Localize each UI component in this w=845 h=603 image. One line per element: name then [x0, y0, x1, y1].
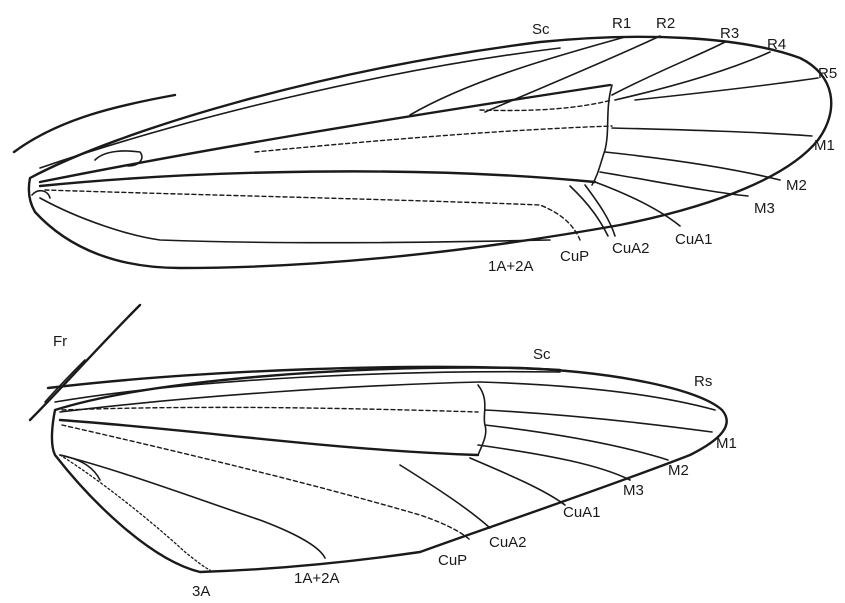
hindwing-r-stem: [59, 381, 481, 413]
hindwing-cup-dashed: [61, 424, 471, 541]
forewing-cup-dashed: [44, 189, 581, 241]
forewing-costa-base: [12, 93, 177, 154]
forewing-r2-vein: [484, 35, 661, 113]
hindwing-label-sc: Sc: [533, 346, 551, 363]
hindwing-m-dashed: [61, 406, 479, 413]
hindwing-m2-vein: [484, 424, 669, 461]
forewing-label-r1: R1: [612, 15, 631, 32]
hindwing-label-3a: 3A: [192, 583, 210, 600]
forewing-label-r3: R3: [720, 25, 739, 42]
forewing-sc-vein: [39, 47, 561, 169]
forewing-r-dashed: [479, 99, 613, 112]
forewing-label-m2: M2: [786, 177, 807, 194]
forewing-r1-vein: [409, 36, 626, 116]
forewing-label-r4: R4: [767, 36, 786, 53]
forewing-cua2-vein: [584, 184, 616, 237]
hindwing-m1-vein: [484, 409, 713, 433]
forewing-r-stem: [38, 83, 612, 184]
forewing-m1-vein: [611, 127, 813, 137]
hindwing-label-m1: M1: [716, 435, 737, 452]
hindwing-label-cua1: CuA1: [563, 504, 601, 521]
forewing-label-sc: Sc: [532, 21, 550, 38]
hindwing-rs-vein: [479, 381, 716, 411]
forewing-cua-stem: [38, 170, 597, 188]
forewing-r5-vein: [634, 77, 819, 101]
forewing-label-r5: R5: [818, 65, 837, 82]
forewing-m3-vein: [599, 171, 749, 197]
hindwing-label-rs: Rs: [694, 373, 712, 390]
forewing-label-cup: CuP: [560, 248, 589, 265]
hindwing-outline: [50, 366, 728, 574]
hindwing-label-1a2a: 1A+2A: [294, 570, 339, 587]
forewing-base-curl-2: [31, 189, 51, 199]
hindwing-anal-vein: [59, 454, 326, 559]
hindwing-frenulum-2: [44, 359, 86, 403]
hindwing-cua-stem: [58, 418, 480, 457]
hindwing-label-m3: M3: [623, 482, 644, 499]
hindwing-m3-vein: [477, 444, 631, 481]
hindwing-cua2-vein: [399, 464, 491, 529]
forewing-label-1a2a: 1A+2A: [488, 258, 533, 275]
forewing-cua1-vein: [594, 181, 681, 227]
hindwing: [28, 303, 728, 574]
forewing-label-r2: R2: [656, 15, 675, 32]
hindwing-cua1-vein: [469, 457, 566, 506]
forewing-label-cua1: CuA1: [675, 231, 713, 248]
forewing-anal-vein: [39, 197, 551, 244]
hindwing-costa-2: [46, 365, 562, 390]
forewing-discal-crossvein: [591, 84, 613, 186]
hindwing-frenulum: [28, 303, 142, 422]
hindwing-sc-vein: [54, 370, 561, 403]
hindwing-label-cua2: CuA2: [489, 534, 527, 551]
forewing-label-m3: M3: [754, 200, 775, 217]
forewing-r3-vein: [611, 41, 726, 96]
forewing-r4-vein: [614, 51, 771, 101]
hindwing-label-m2: M2: [668, 462, 689, 479]
forewing-label-m1: M1: [814, 137, 835, 154]
forewing-outline: [27, 35, 833, 270]
hindwing-anal-inner: [59, 454, 101, 481]
hindwing-label-cup: CuP: [438, 552, 467, 569]
forewing-label-cua2: CuA2: [612, 240, 650, 257]
forewing-m-dashed: [254, 125, 613, 153]
forewing-m2-vein: [604, 151, 781, 181]
hindwing-label-fr: Fr: [53, 333, 67, 350]
forewing-cua-fork: [569, 185, 609, 237]
forewing: [12, 35, 833, 270]
hindwing-3a-dotted: [59, 454, 211, 571]
